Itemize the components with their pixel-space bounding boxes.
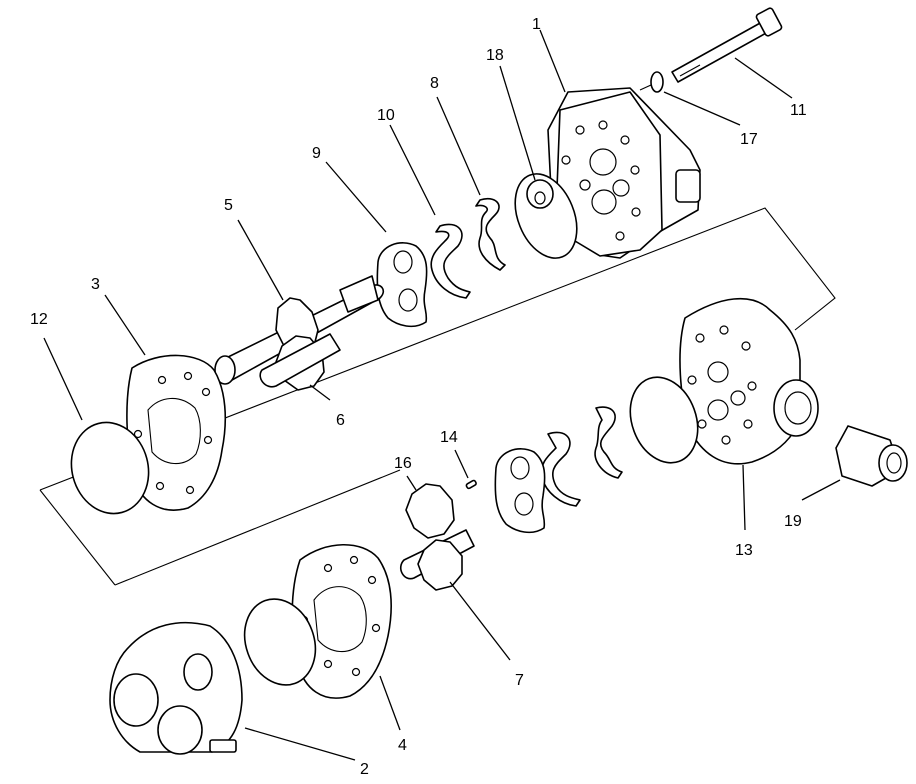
- callout-4: 4: [398, 737, 407, 754]
- callout-17: 17: [740, 131, 758, 148]
- callout-13: 13: [735, 542, 753, 559]
- callout-18: 18: [486, 47, 504, 64]
- o-ring-part-4: [243, 598, 317, 686]
- leader-4: [379, 675, 401, 731]
- seal-part-8: [475, 197, 506, 271]
- leader-17: [663, 91, 741, 126]
- leader-3: [104, 294, 146, 356]
- seal-rear-2: [540, 431, 581, 507]
- callout-12: 12: [30, 311, 48, 328]
- bolt-part: [671, 7, 783, 83]
- washer-part: [639, 71, 664, 93]
- callout-9: 9: [312, 145, 321, 162]
- front-housing-part: [547, 87, 701, 259]
- callout-7: 7: [515, 672, 524, 689]
- callout-2: 2: [360, 761, 369, 778]
- leader-6: [309, 384, 331, 401]
- leader-19: [801, 479, 841, 501]
- gear-part-16: [405, 483, 455, 539]
- o-ring-rear: [629, 376, 699, 464]
- callout-19: 19: [784, 513, 802, 530]
- rear-housing-part-13: [679, 297, 819, 465]
- wear-plate-part-9: [376, 242, 428, 328]
- seal-part-10: [430, 223, 471, 299]
- callout-8: 8: [430, 75, 439, 92]
- subassembly-outline: [39, 207, 836, 491]
- idler-gear-part: [259, 333, 341, 391]
- leader-2: [244, 727, 356, 761]
- o-ring-part-12: [70, 421, 150, 515]
- callout-1: 1: [532, 16, 541, 33]
- fitting-part-19: [835, 425, 908, 487]
- gear-shaft-part-7: [399, 529, 475, 591]
- leader-7: [449, 581, 511, 661]
- callout-5: 5: [224, 197, 233, 214]
- leader-5: [237, 219, 284, 301]
- leader-9: [325, 161, 387, 233]
- wear-plate-rear: [494, 448, 546, 534]
- seal-rear-1: [594, 406, 623, 479]
- callout-10: 10: [377, 107, 395, 124]
- subassembly-outline-bottom: [114, 469, 401, 586]
- leader-11: [734, 57, 793, 99]
- leader-10: [389, 124, 436, 216]
- callout-14: 14: [440, 429, 458, 446]
- callout-16: 16: [394, 455, 412, 472]
- callout-3: 3: [91, 276, 100, 293]
- end-cover-part-2: [109, 621, 243, 755]
- leader-18: [499, 65, 536, 181]
- gear-housing-part-3: [126, 354, 227, 511]
- seal-ring-part: [514, 173, 578, 259]
- leader-8: [436, 96, 481, 196]
- leader-12: [43, 337, 83, 421]
- leader-16: [406, 475, 417, 491]
- leader-1: [539, 29, 566, 93]
- pin-part-14: [465, 479, 477, 490]
- callout-6: 6: [336, 412, 345, 429]
- subassembly-outline-left: [39, 489, 116, 586]
- leader-13: [742, 464, 746, 531]
- callout-11: 11: [790, 102, 807, 119]
- leader-14: [454, 449, 469, 479]
